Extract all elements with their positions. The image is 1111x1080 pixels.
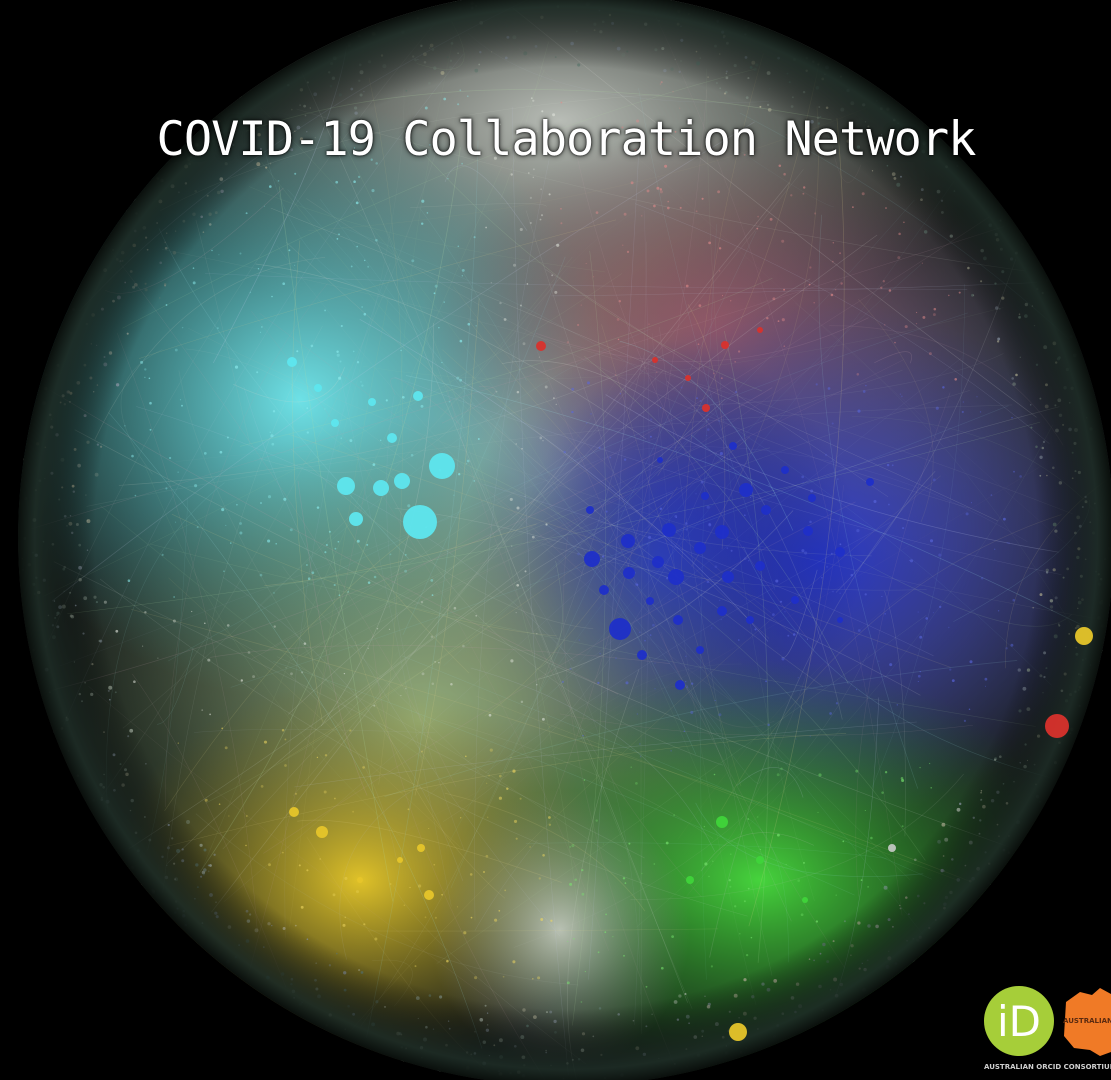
hub-node bbox=[586, 506, 594, 514]
hub-node bbox=[721, 341, 729, 349]
hub-node bbox=[755, 561, 765, 571]
hub-node bbox=[623, 567, 635, 579]
hub-node bbox=[368, 398, 376, 406]
hub-node bbox=[781, 466, 789, 474]
hub-node bbox=[403, 505, 437, 539]
hub-node bbox=[673, 615, 683, 625]
consortium-caption: AUSTRALIAN ORCID CONSORTIUM bbox=[984, 1063, 1111, 1071]
hub-node bbox=[373, 480, 389, 496]
hub-node bbox=[675, 680, 685, 690]
hub-node bbox=[289, 807, 299, 817]
hub-node bbox=[729, 442, 737, 450]
hub-node bbox=[637, 650, 647, 660]
hub-node bbox=[791, 596, 799, 604]
hub-node bbox=[729, 1023, 747, 1041]
orcid-id-icon: iD bbox=[996, 996, 1041, 1046]
orcid-logo: iD bbox=[984, 986, 1054, 1056]
hub-node bbox=[429, 453, 455, 479]
hub-node bbox=[316, 826, 328, 838]
hub-node bbox=[657, 457, 663, 463]
hub-node bbox=[716, 816, 728, 828]
hub-node bbox=[314, 384, 322, 392]
hub-node bbox=[686, 876, 694, 884]
hub-node bbox=[337, 477, 355, 495]
hub-node bbox=[757, 327, 763, 333]
hub-node bbox=[722, 571, 734, 583]
australia-mark-icon bbox=[1064, 988, 1111, 1056]
hub-node bbox=[717, 606, 727, 616]
australia-mark-label: AUSTRALIAN bbox=[1063, 1017, 1111, 1025]
hub-node bbox=[802, 897, 808, 903]
hub-node bbox=[646, 597, 654, 605]
hub-node bbox=[387, 433, 397, 443]
hub-node bbox=[424, 890, 434, 900]
hub-node bbox=[668, 569, 684, 585]
hub-node bbox=[621, 534, 635, 548]
hub-node bbox=[694, 542, 706, 554]
page-title: COVID-19 Collaboration Network bbox=[156, 112, 977, 167]
hub-node bbox=[701, 492, 709, 500]
hub-node bbox=[866, 478, 874, 486]
hub-node bbox=[702, 404, 710, 412]
hub-node bbox=[536, 341, 546, 351]
hub-node bbox=[413, 391, 423, 401]
hub-node bbox=[1045, 714, 1069, 738]
hub-node bbox=[685, 375, 691, 381]
hub-nodes bbox=[287, 327, 1093, 1041]
hub-node bbox=[837, 617, 843, 623]
hub-node bbox=[599, 585, 609, 595]
hub-node bbox=[349, 512, 363, 526]
hub-node bbox=[287, 357, 297, 367]
hub-node bbox=[397, 857, 403, 863]
hub-node bbox=[808, 494, 816, 502]
hub-node bbox=[394, 473, 410, 489]
hub-node bbox=[803, 526, 813, 536]
hub-node bbox=[696, 646, 704, 654]
hub-node bbox=[715, 525, 729, 539]
hub-node bbox=[835, 547, 845, 557]
hub-node bbox=[756, 856, 764, 864]
hub-node bbox=[739, 483, 753, 497]
hub-node bbox=[1075, 627, 1093, 645]
hub-node bbox=[652, 556, 664, 568]
hub-node bbox=[357, 877, 363, 883]
hub-node bbox=[662, 523, 676, 537]
hub-node bbox=[609, 618, 631, 640]
hub-node bbox=[417, 844, 425, 852]
hub-node bbox=[652, 357, 658, 363]
hub-node bbox=[761, 505, 771, 515]
hub-node bbox=[888, 844, 896, 852]
hub-node bbox=[331, 419, 339, 427]
hub-node bbox=[746, 616, 754, 624]
hub-node bbox=[584, 551, 600, 567]
